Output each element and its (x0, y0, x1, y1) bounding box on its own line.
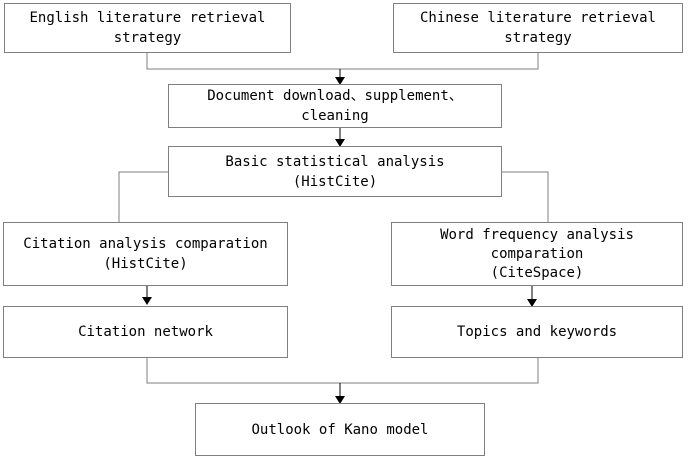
basic-statistical-label: Basic statistical analysis (HistCite) (225, 153, 445, 190)
english-strategy-box: English literature retrieval strategy (4, 3, 291, 53)
citation-analysis-box: Citation analysis comparation (HistCite) (3, 222, 288, 286)
merge-connector-top (146, 53, 539, 70)
citation-network-label: Citation network (78, 324, 213, 340)
word-frequency-box: Word frequency analysis comparation (Cit… (391, 222, 683, 286)
chinese-strategy-label: Chinese literature retrieval strategy (419, 10, 656, 46)
branch-connector-left (118, 171, 168, 222)
citation-analysis-label: Citation analysis comparation (HistCite) (23, 236, 268, 272)
basic-statistical-box: Basic statistical analysis (HistCite) (168, 146, 502, 197)
word-frequency-label: Word frequency analysis comparation (Cit… (440, 226, 634, 281)
topics-keywords-label: Topics and keywords (456, 324, 618, 340)
document-download-box: Document download、supplement、 cleaning (168, 84, 502, 128)
chinese-strategy-box: Chinese literature retrieval strategy (393, 3, 683, 53)
document-download-label: Document download、supplement、 cleaning (207, 88, 463, 124)
english-strategy-label: English literature retrieval strategy (29, 10, 266, 46)
merge-connector-bottom (146, 358, 539, 384)
citation-network-box: Citation network (3, 306, 288, 358)
outlook-kano-label: Outlook of Kano model (251, 421, 429, 438)
branch-connector-right (502, 171, 549, 222)
topics-keywords-box: Topics and keywords (391, 306, 683, 358)
outlook-kano-box: Outlook of Kano model (195, 403, 485, 456)
